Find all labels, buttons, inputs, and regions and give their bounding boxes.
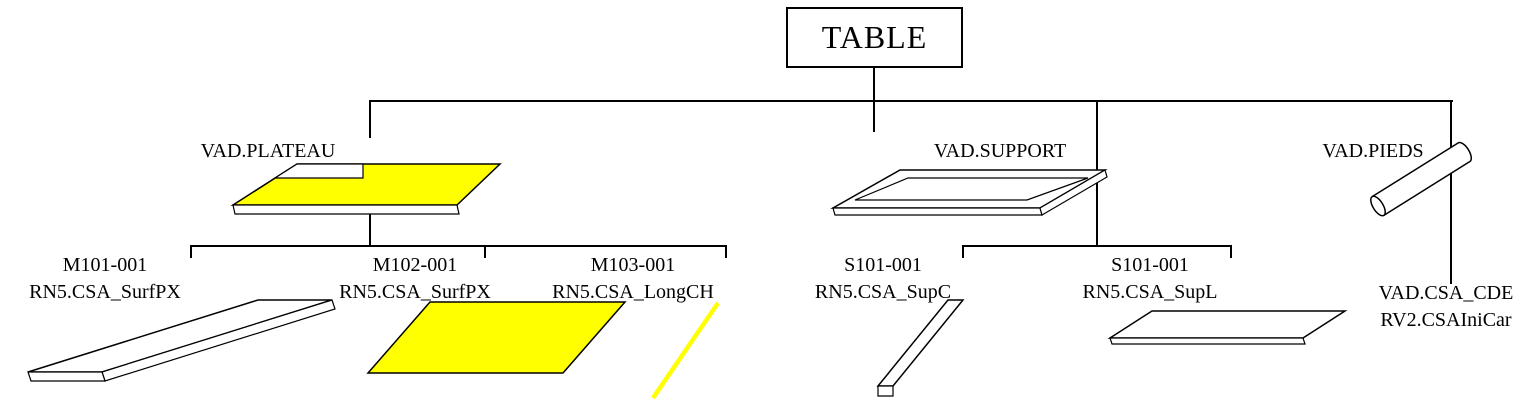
- node-cde[interactable]: VAD.CSA_CDE RV2.CSAIniCar: [1346, 280, 1537, 334]
- connector-plateau-down: [369, 214, 371, 247]
- node-s101c[interactable]: S101-001 RN5.CSA_SupC: [783, 252, 983, 306]
- connector-drop-m101: [190, 245, 192, 258]
- pieds-near-cap: [1370, 195, 1386, 217]
- s101l-front-edge: [1109, 337, 1306, 345]
- connector-main-horizontal: [369, 100, 1453, 102]
- s101c-end-cap: [877, 385, 894, 397]
- node-s101c-ref: S101-001: [844, 254, 922, 276]
- s101l-top-face: [1107, 310, 1348, 339]
- node-m103-name: RN5.CSA_LongCH: [552, 281, 714, 303]
- m103-edge-line: [651, 301, 720, 400]
- node-m102[interactable]: M102-001 RN5.CSA_SurfPX: [315, 252, 515, 306]
- plateau-top-face: [230, 163, 502, 206]
- m101-part-icon[interactable]: [20, 292, 345, 392]
- node-cde-ref: VAD.CSA_CDE: [1378, 282, 1514, 304]
- node-s101l[interactable]: S101-001 RN5.CSA_SupL: [1050, 252, 1250, 306]
- node-m101-ref: M101-001: [62, 254, 148, 276]
- connector-support-children: [962, 245, 1232, 247]
- m102-surface-face: [366, 301, 627, 374]
- m102-part-icon[interactable]: [360, 295, 630, 380]
- connector-support-stem: [873, 100, 875, 132]
- node-s101l-ref: S101-001: [1111, 254, 1189, 276]
- m101-end-edge: [27, 371, 106, 382]
- node-table-label: TABLE: [821, 19, 928, 55]
- connector-root-stem: [873, 68, 875, 101]
- node-m101[interactable]: M101-001 RN5.CSA_SurfPX: [5, 252, 205, 306]
- node-vad-plateau-label: VAD.PLATEAU: [200, 140, 336, 162]
- node-vad-support-label: VAD.SUPPORT: [933, 140, 1067, 162]
- plateau-edge-face: [232, 204, 460, 215]
- s101c-bar-face: [876, 299, 965, 387]
- s101c-part-icon[interactable]: [870, 293, 975, 401]
- support-front-edge: [832, 207, 1043, 216]
- support-icon[interactable]: [825, 163, 1115, 233]
- pieds-body: [1372, 142, 1470, 216]
- support-right-edge: [1039, 169, 1108, 216]
- node-cde-name: RV2.CSAIniCar: [1380, 309, 1512, 331]
- node-table[interactable]: TABLE: [786, 7, 963, 68]
- node-vad-pieds-label: VAD.PIEDS: [1322, 140, 1424, 162]
- node-m102-name: RN5.CSA_SurfPX: [339, 281, 491, 303]
- connector-pieds-stem: [1450, 100, 1452, 284]
- node-m103[interactable]: M103-001 RN5.CSA_LongCH: [533, 252, 733, 306]
- node-s101c-name: RN5.CSA_SupC: [814, 281, 952, 303]
- connector-drop-m103: [725, 245, 727, 258]
- connector-drop-m102: [484, 245, 486, 258]
- node-vad-support[interactable]: VAD.SUPPORT: [900, 138, 1100, 165]
- node-s101l-name: RN5.CSA_SupL: [1082, 281, 1218, 303]
- support-inner-opening: [854, 177, 1089, 201]
- pieds-side-top: [1371, 142, 1459, 198]
- connector-plateau-stem: [369, 100, 371, 138]
- m101-top-face: [27, 299, 333, 373]
- plateau-notch-face: [272, 163, 364, 179]
- connector-drop-s101l: [1230, 245, 1232, 258]
- node-m101-name: RN5.CSA_SurfPX: [29, 281, 181, 303]
- m103-part-icon[interactable]: [645, 295, 725, 405]
- node-vad-plateau[interactable]: VAD.PLATEAU: [168, 138, 368, 165]
- s101l-part-icon[interactable]: [1105, 305, 1350, 350]
- pieds-cylinder: [1370, 141, 1473, 217]
- connector-plateau-children: [190, 245, 727, 247]
- pieds-icon[interactable]: [1352, 140, 1482, 225]
- node-vad-pieds[interactable]: VAD.PIEDS: [1273, 138, 1473, 165]
- pieds-side-bottom: [1383, 160, 1471, 216]
- node-m102-ref: M102-001: [372, 254, 458, 276]
- plateau-icon[interactable]: [225, 158, 505, 218]
- node-m103-ref: M103-001: [590, 254, 676, 276]
- connector-drop-s101c: [962, 245, 964, 258]
